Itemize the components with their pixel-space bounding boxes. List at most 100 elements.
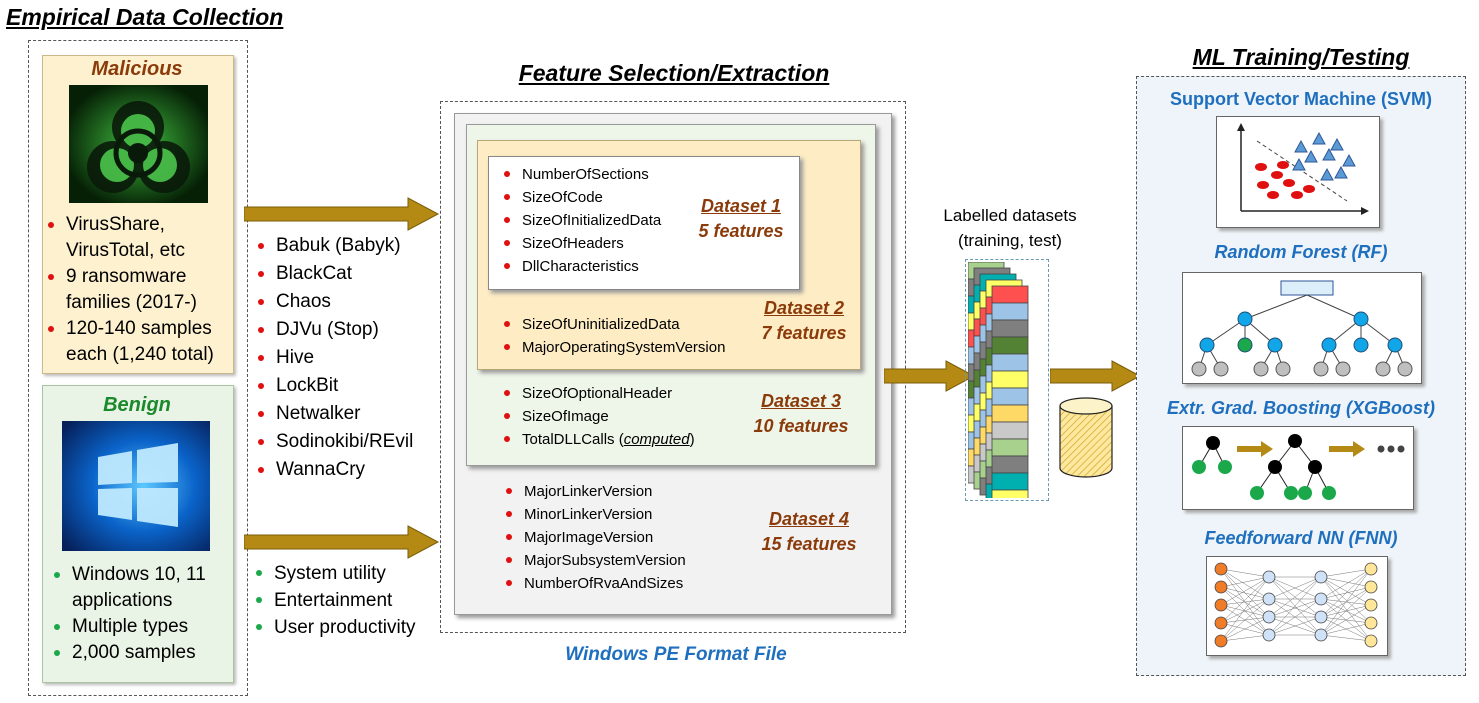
svm-dot-point [1271,171,1283,179]
family-item: Netwalker [254,400,413,428]
rf-node [1387,337,1403,353]
fnn-neuron [1314,610,1328,624]
dataset4-label: Dataset 4 15 features [748,507,870,557]
windows-logo-image [62,421,210,551]
xgb-leaf [1284,486,1298,500]
feature-item: TotalDLLCalls (computed) [496,428,695,451]
computed-note: computed [623,431,690,448]
benign-list: Windows 10, 11 applications Multiple typ… [50,562,206,666]
xgb-ellipsis-dot [1387,445,1395,453]
sheet-row [991,302,1029,321]
dataset1-label: Dataset 1 5 features [686,194,796,244]
fnn-neuron [1214,634,1228,648]
sheet-row [991,387,1029,406]
feature-item: SizeOfCode [496,186,661,209]
fnn-connection [1320,568,1372,578]
category-item: Entertainment [252,587,416,614]
family-item: WannaCry [254,456,413,484]
feature-item: MinorLinkerVersion [498,503,686,526]
malicious-list: VirusShare, VirusTotal, etc 9 ransomware… [44,212,214,368]
rf-leaf [1335,361,1351,377]
fnn-neuron [1262,628,1276,642]
xgb-arrow [1237,441,1273,457]
sheet-row [991,421,1029,440]
fnn-title: Feedforward NN (FNN) [1204,528,1398,548]
rf-node [1353,311,1369,327]
computed-feature: TotalDLLCalls ( [522,431,624,448]
malicious-item: VirusShare, [44,212,214,238]
fnn-neuron [1364,598,1378,612]
dataset3-name: Dataset 3 [760,391,842,411]
xgb-node [1308,460,1322,474]
fnn-neuron [1262,592,1276,606]
sheet-row [991,455,1029,474]
dataset3-count: 10 features [753,416,849,436]
benign-categories-list: System utility Entertainment User produc… [252,560,416,641]
svm-triangle-point [1334,165,1348,179]
dataset2-features: SizeOfUninitializedData MajorOperatingSy… [496,313,725,359]
xgb-leaf [1192,460,1206,474]
fnn-connection [1320,576,1372,624]
fnn-neuron [1314,592,1328,606]
rf-edge [1306,294,1362,320]
fnn-connection [1268,598,1322,618]
family-item: BlackCat [254,260,413,288]
xgb-title: Extr. Grad. Boosting (XGBoost) [1166,398,1435,418]
family-item: DJVu (Stop) [254,316,413,344]
dataset1-name: Dataset 1 [700,196,782,216]
family-item: Babuk (Babyk) [254,232,413,260]
fnn-connection [1268,576,1322,600]
fnn-connection [1220,576,1270,624]
rf-edge [1206,318,1246,346]
dataset4-features: MajorLinkerVersion MinorLinkerVersion Ma… [498,480,686,595]
xgb-leaf [1218,460,1232,474]
fnn-connection [1220,598,1270,642]
xgb-node [1288,434,1302,448]
fnn-neuron [1214,598,1228,612]
rf-node [1237,337,1253,353]
svm-triangle-point [1342,153,1356,167]
fnn-neuron [1214,562,1228,576]
empirical-panel [28,40,248,696]
xgb-node [1268,460,1282,474]
rf-title: Random Forest (RF) [1214,242,1388,262]
fnn-neuron [1214,580,1228,594]
benign-title: Benign [103,394,171,416]
fnn-connection [1320,568,1372,636]
fnn-neuron [1314,570,1328,584]
malicious-item: VirusTotal, etc [66,240,185,261]
svm-dot-point [1291,191,1303,199]
svm-triangle-point [1294,139,1308,153]
feature-item: NumberOfSections [496,163,661,186]
feature-item: SizeOfInitializedData [496,209,661,232]
rf-node [1237,311,1253,327]
dataset2-name: Dataset 2 [763,298,845,318]
feature-item: MajorLinkerVersion [498,480,686,503]
malicious-item: families (2017-) [66,292,197,313]
benign-arrow [244,525,440,559]
feature-item: SizeOfOptionalHeader [496,382,695,405]
rf-diagram [1182,272,1422,384]
biohazard-image [69,85,208,203]
sheet-row [991,489,1029,498]
malicious-arrow [244,197,440,231]
feature-item: DllCharacteristics [496,255,661,278]
fnn-connection [1320,604,1372,636]
xgb-leaf [1298,486,1312,500]
dataset2-count: 7 features [761,323,847,343]
fnn-neuron [1364,634,1378,648]
fnn-connection [1220,598,1270,624]
svm-dot-point [1267,191,1279,199]
database-icon [1059,397,1113,478]
rf-root-node [1280,280,1334,296]
labelled-stack-frame [965,259,1049,501]
malicious-title: Malicious [91,58,183,80]
fnn-connection [1320,576,1372,642]
labelled-datasets-stack [968,262,1029,498]
rf-leaf [1191,361,1207,377]
fnn-connection [1220,576,1270,642]
svm-title: Support Vector Machine (SVM) [1169,89,1433,109]
category-item: System utility [252,560,416,587]
svm-dot-point [1255,163,1267,171]
fnn-connection [1220,634,1270,642]
